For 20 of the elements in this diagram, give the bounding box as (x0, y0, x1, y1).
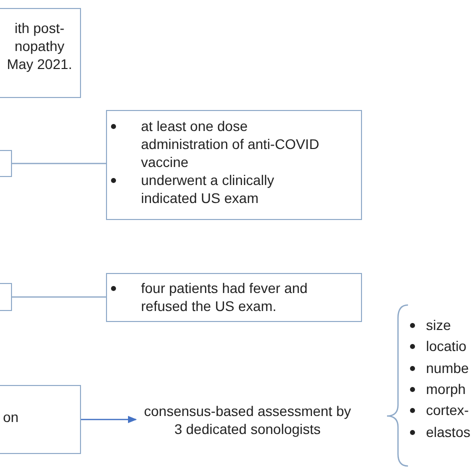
process-box (0, 283, 12, 311)
process-box (0, 150, 12, 177)
list-item: numbe (426, 360, 469, 376)
bullet-text: underwent a clinically indicated US exam (133, 171, 321, 207)
exclusion-box (106, 273, 362, 322)
process-box (0, 385, 81, 454)
list-item: elastos (426, 424, 470, 440)
list-item: morph (426, 380, 466, 397)
criteria-box (106, 110, 362, 220)
process-box (0, 8, 81, 98)
flow-text: consensus-based assessment by 3 dedicated sonologists (140, 402, 355, 444)
box-text: on (3, 408, 20, 426)
list-item: size (426, 317, 451, 333)
connector-line (12, 162, 106, 164)
arrow (81, 416, 137, 424)
bullet-text: four patients had fever and refused the US exam. (133, 279, 353, 315)
box-text: ith post- nopathy May 2021. (6, 19, 74, 73)
list-item: locatio (426, 338, 466, 354)
list-item: cortex- (426, 402, 469, 418)
connector-line (12, 296, 106, 298)
